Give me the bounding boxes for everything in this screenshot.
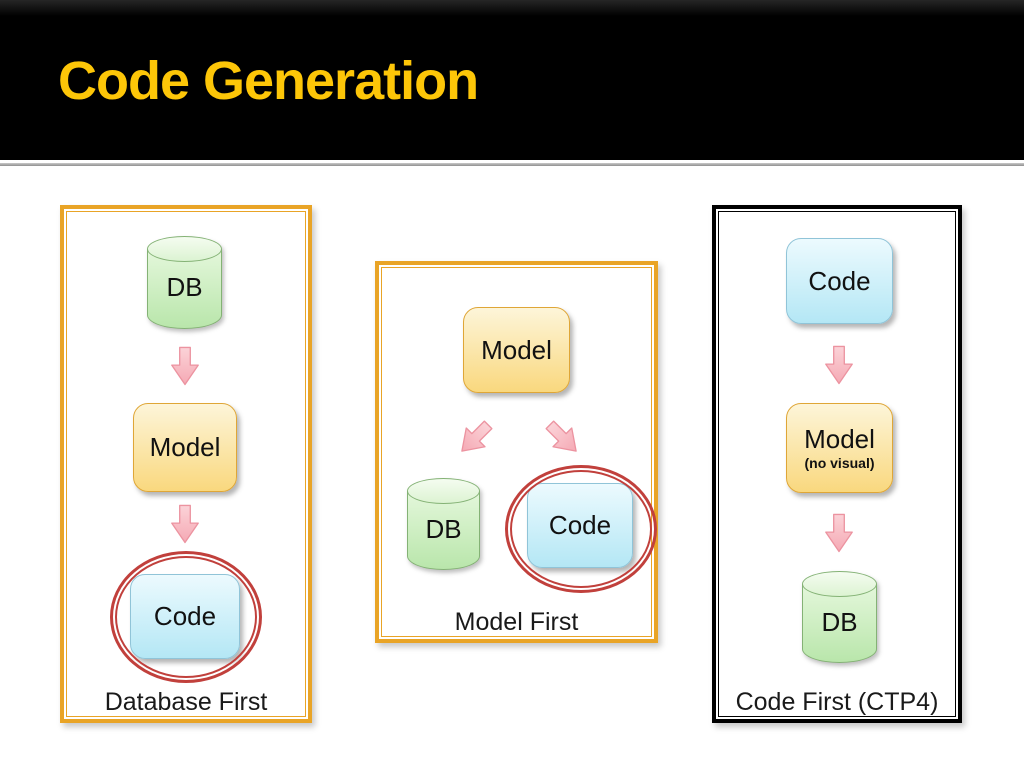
panel-code-first: Code Model (no visual) DB Code First (CT…: [712, 205, 962, 723]
db-cylinder: DB: [407, 478, 480, 570]
emphasis-circle: [505, 465, 657, 593]
down-arrow-icon: [825, 345, 853, 385]
db-cylinder-top: [802, 571, 877, 597]
model-node-label: Model: [149, 432, 221, 462]
model-node-label: Model: [804, 424, 875, 455]
panel-caption: Database First: [104, 688, 268, 716]
code-node: Code: [786, 238, 893, 324]
slide-header: Code Generation: [0, 0, 1024, 160]
panel-database-first: DB Model Code Database First: [60, 205, 312, 723]
emphasis-circle: [110, 551, 262, 683]
header-divider: [0, 160, 1024, 168]
slide-title: Code Generation: [58, 51, 479, 111]
db-node-label: DB: [166, 272, 203, 302]
model-node: Model: [133, 403, 237, 492]
db-node-label: DB: [821, 606, 858, 637]
db-node-label: DB: [425, 513, 462, 544]
db-cylinder-body: [407, 491, 480, 570]
down-arrow-icon: [171, 504, 199, 544]
db-cylinder-top: [147, 236, 222, 262]
down-left-arrow-icon: [461, 420, 493, 452]
code-node-label: Code: [808, 265, 871, 296]
db-cylinder: DB: [802, 571, 877, 663]
panel-caption: Code First (CTP4): [735, 688, 939, 716]
panel-model-first: Model DB Code Model First: [375, 261, 658, 643]
model-node: Model (no visual): [786, 403, 893, 493]
db-cylinder-top: [407, 478, 480, 504]
db-cylinder-body: [147, 249, 222, 329]
down-arrow-icon: [825, 513, 853, 553]
model-node: Model: [463, 307, 570, 393]
down-right-arrow-icon: [545, 420, 577, 452]
down-arrow-icon: [171, 346, 199, 386]
model-node-sublabel: (no visual): [804, 455, 875, 472]
db-cylinder: DB: [147, 236, 222, 329]
db-cylinder-body: [802, 584, 877, 663]
panel-caption: Model First: [454, 608, 579, 636]
model-node-label: Model: [481, 334, 552, 365]
